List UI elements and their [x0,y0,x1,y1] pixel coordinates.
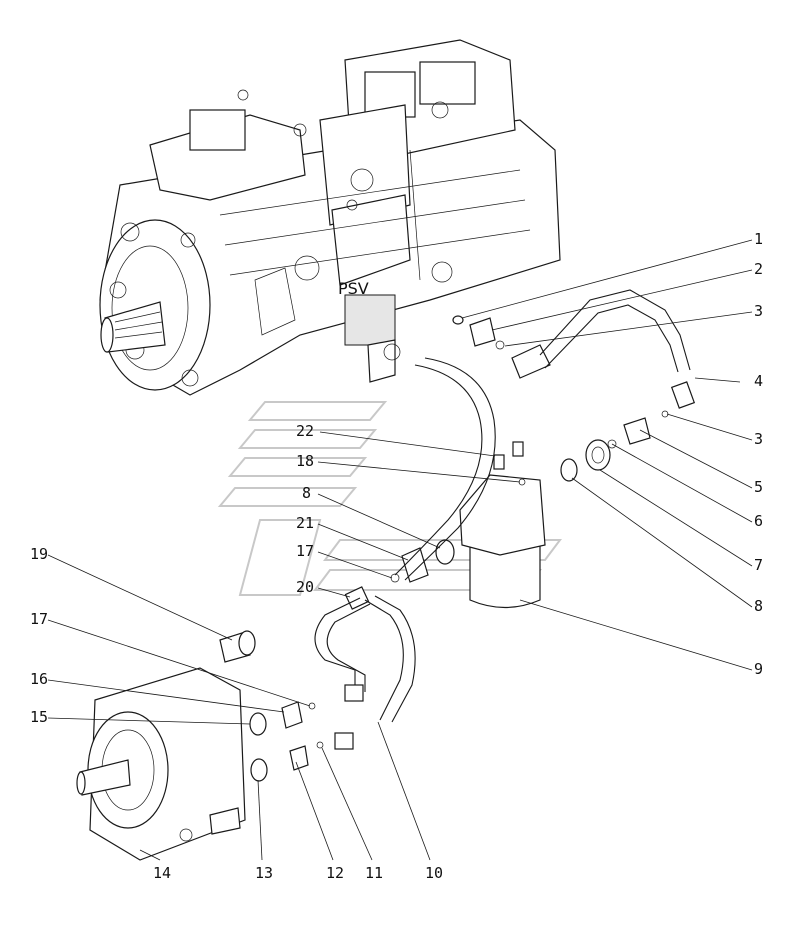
callout-4: 4 [754,372,763,390]
callout-15: 15 [30,708,48,726]
callout-9: 9 [754,660,763,678]
callout-2: 2 [754,260,763,278]
callout-22: 22 [296,422,314,440]
callout-3b: 3 [754,430,763,448]
callout-8b: 8 [302,484,311,502]
callout-13: 13 [255,864,273,882]
leader-lines [47,239,753,861]
callout-5: 5 [754,478,763,496]
callout-labels: 1 2 3 4 3 5 6 7 8 9 10 11 12 13 14 15 16… [30,230,763,882]
callout-12: 12 [326,864,344,882]
main-pump-assembly: PSV [99,39,561,396]
callout-3: 3 [754,302,763,320]
callout-11: 11 [365,864,383,882]
pilot-pump-assembly [76,630,309,861]
callout-1: 1 [754,230,763,248]
callout-14: 14 [153,864,171,882]
callout-10: 10 [425,864,443,882]
callout-17: 17 [30,610,48,628]
callout-20: 20 [296,578,314,596]
pilot-line-fittings [452,289,696,482]
hose-lines [308,357,496,750]
psv-label: PSV [338,279,369,298]
callout-6: 6 [754,512,763,530]
callout-16: 16 [30,670,48,688]
callout-18: 18 [296,452,314,470]
callout-19: 19 [30,545,48,563]
callout-17b: 17 [296,542,314,560]
callout-21: 21 [296,514,314,532]
strainer-assembly [435,441,546,609]
callout-7: 7 [754,556,763,574]
callout-8: 8 [754,597,763,615]
